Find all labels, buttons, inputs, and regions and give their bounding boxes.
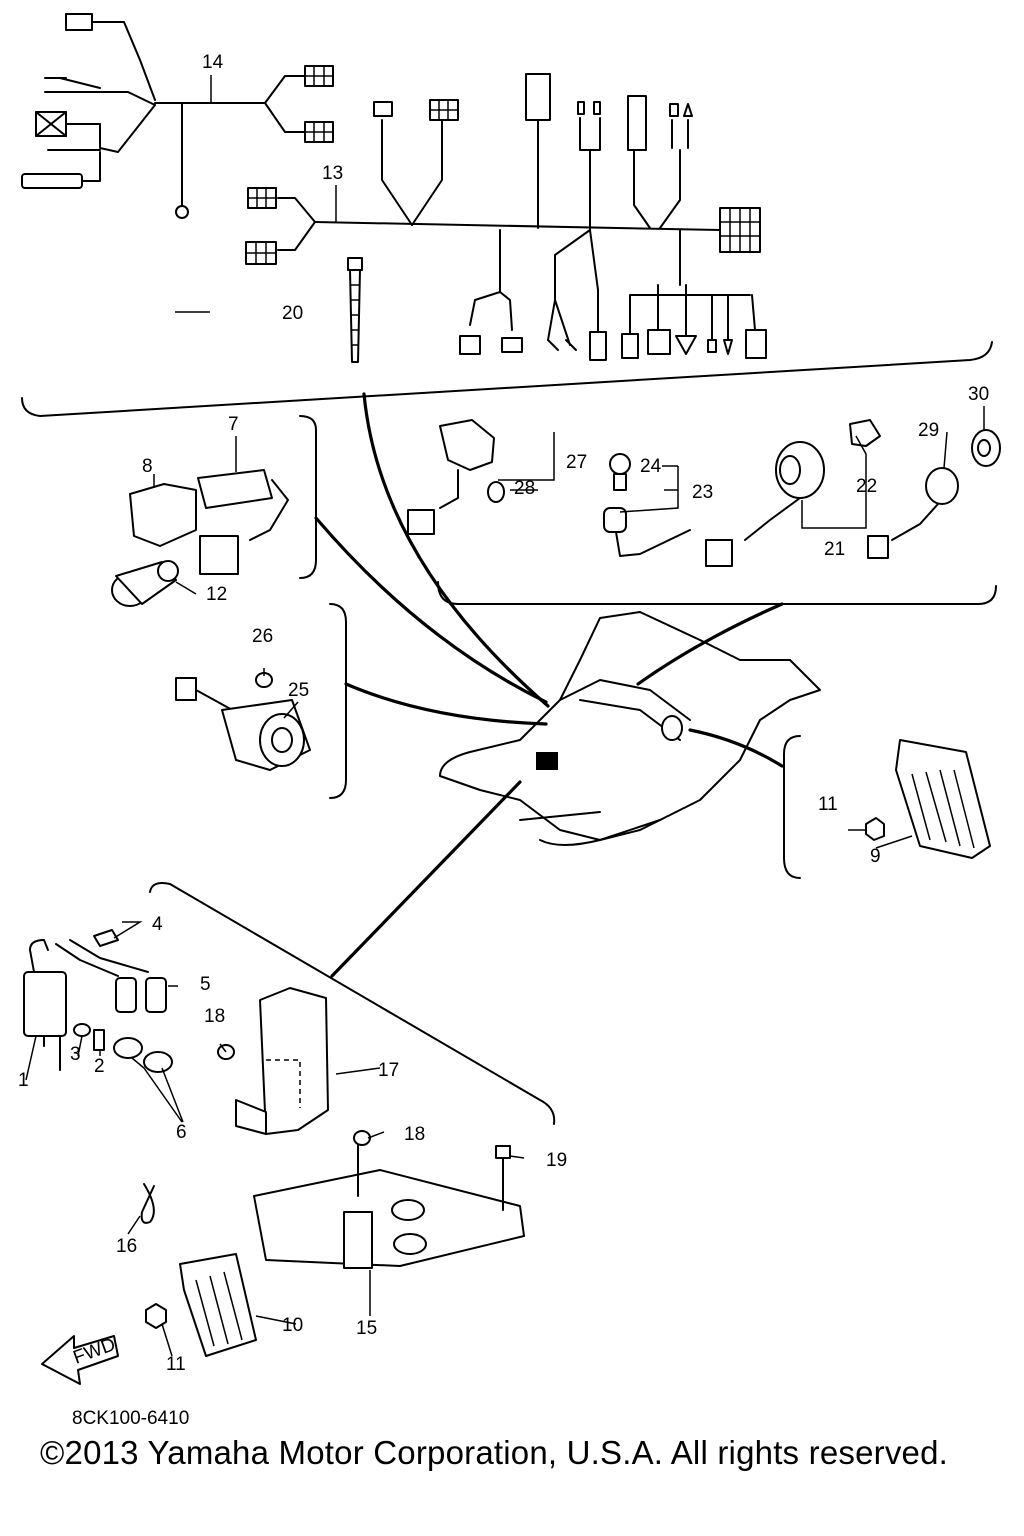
callout-6: 6: [176, 1122, 187, 1143]
ignition-coil-1: [23, 939, 67, 1071]
switch-group-bracket: [437, 581, 997, 605]
callout-22: 22: [856, 476, 877, 497]
wire-harness-13: [245, 73, 767, 361]
electrical-box-bracket: [149, 882, 556, 1125]
callout-12: 12: [206, 584, 227, 605]
switch-29-cap-30: [867, 429, 1001, 559]
callout-21: 21: [824, 539, 845, 560]
callout-29: 29: [918, 420, 939, 441]
lamp-socket-27: [407, 419, 505, 535]
callout-27: 27: [566, 452, 587, 473]
callout-9: 9: [870, 846, 881, 867]
callout-16: 16: [116, 1236, 137, 1257]
callout-leaders: [25, 75, 985, 1357]
clip-16: [140, 1183, 155, 1224]
clamp-4: [93, 929, 119, 947]
damper-6: [113, 1037, 173, 1073]
wire-harness-14: [21, 13, 334, 219]
callout-30: 30: [968, 384, 989, 405]
leader-line-switches: [636, 602, 784, 686]
callout-11-a: 11: [818, 794, 838, 815]
callout-1: 1: [18, 1070, 29, 1091]
cdi-group-bracket: [299, 415, 317, 579]
regulator-9: [865, 739, 991, 859]
capacitor-12: [111, 560, 179, 607]
callout-5: 5: [200, 974, 211, 995]
regulator-10: [145, 1253, 257, 1357]
callout-18-a: 18: [204, 1006, 225, 1027]
callout-13: 13: [322, 163, 343, 184]
cable-tie-20: [347, 257, 363, 363]
drawing-code: 8CK100-6410: [72, 1408, 190, 1429]
callout-2: 2: [94, 1056, 105, 1077]
callout-7: 7: [228, 414, 239, 435]
callout-4: 4: [152, 914, 163, 935]
callout-15: 15: [356, 1318, 377, 1339]
callout-20: 20: [282, 303, 303, 324]
callout-14: 14: [202, 52, 224, 73]
callout-25: 25: [288, 680, 309, 701]
main-switch-21: [705, 419, 881, 567]
leader-line-regulator: [688, 728, 784, 768]
callout-17: 17: [378, 1060, 399, 1081]
harness-group-bracket: [21, 341, 993, 417]
callout-24: 24: [640, 456, 662, 477]
regulator-bracket: [783, 735, 801, 879]
washer-3-bolt-2: [73, 1023, 105, 1051]
callout-18-b: 18: [404, 1124, 425, 1145]
cover-17: [217, 987, 329, 1135]
leader-line-cdi: [314, 516, 548, 704]
bulb-24-assembly-23: [603, 453, 691, 557]
callout-3: 3: [70, 1044, 81, 1065]
copyright-notice: ©2013 Yamaha Motor Corporation, U.S.A. A…: [40, 1434, 948, 1471]
callout-labels: 1 2 3 4 5 6 7 8 9 10 11 11 12 13 14 15 1…: [18, 52, 989, 1375]
callout-26: 26: [252, 626, 273, 647]
fwd-arrow-icon: FWD: [41, 1334, 119, 1385]
callout-8: 8: [142, 456, 153, 477]
callout-11-b: 11: [166, 1354, 186, 1375]
callout-28: 28: [514, 478, 535, 499]
bracket-15: [253, 1130, 525, 1269]
snowmobile-illustration: [439, 611, 821, 846]
leader-line-starter: [344, 682, 548, 726]
starter-25: [175, 672, 311, 771]
leader-line-harness: [362, 392, 550, 708]
bracket-8: [129, 483, 197, 547]
callout-10: 10: [282, 1315, 303, 1336]
bolt-19: [495, 1145, 511, 1211]
leader-line-electrical-box: [330, 780, 522, 978]
cdi-unit-7: [197, 469, 289, 575]
starter-group-bracket: [329, 603, 347, 799]
plug-cap-5: [55, 939, 167, 1013]
callout-19: 19: [546, 1150, 567, 1171]
callout-23: 23: [692, 482, 713, 503]
